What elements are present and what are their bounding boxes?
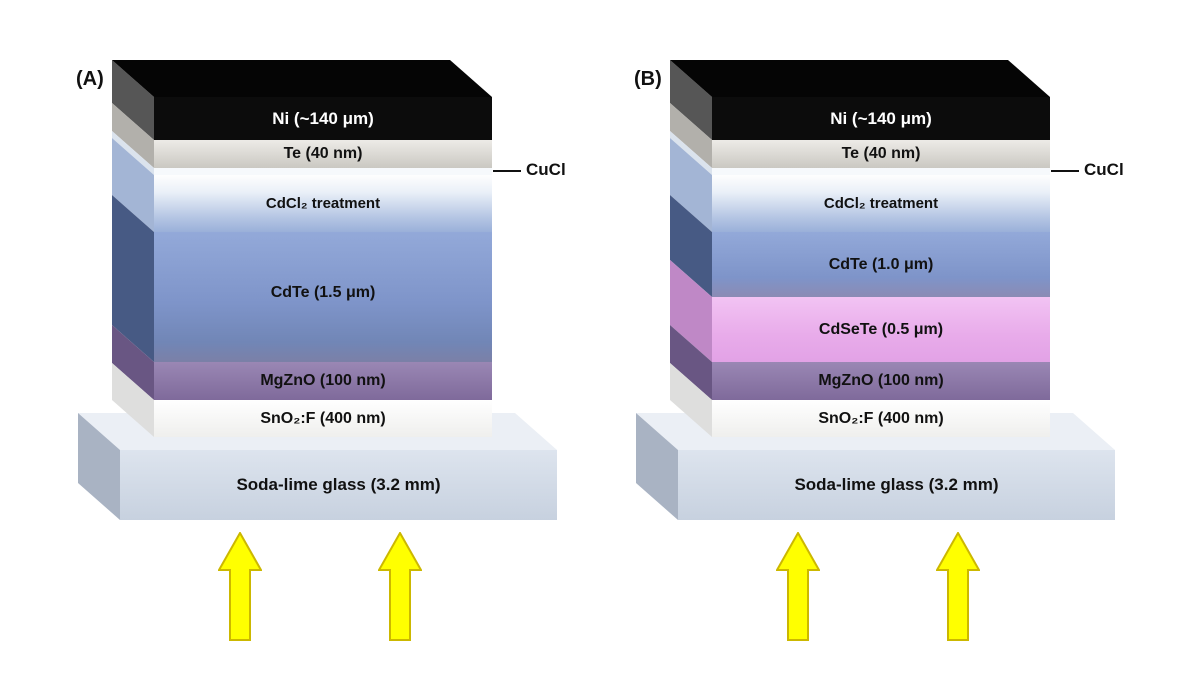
cucl-pointer-line xyxy=(493,170,521,172)
layer-sno2f-label: SnO₂:F (400 nm) xyxy=(818,409,944,427)
layer-te-label: Te (40 nm) xyxy=(283,145,363,162)
layer-mgzno: MgZnO (100 nm) xyxy=(712,362,1050,400)
layer-cdte-label: CdTe (1.5 μm) xyxy=(270,284,376,301)
layer-cdcl2: CdCl₂ treatment xyxy=(154,175,492,232)
layer-ni-label: Ni (~140 μm) xyxy=(830,108,932,128)
layer-cdcl2-label: CdCl₂ treatment xyxy=(265,195,381,212)
ni-top-face xyxy=(112,60,492,97)
layer-cdcl2: CdCl₂ treatment xyxy=(712,175,1050,232)
layer-stack: Ni (~140 μm) Te (40 nm) CdCl₂ treatment … xyxy=(154,97,492,437)
layer-cdte-label: CdTe (1.0 μm) xyxy=(828,255,934,273)
layer-ni: Ni (~140 μm) xyxy=(712,97,1050,140)
light-up-arrow-icon xyxy=(936,532,980,641)
stack-side-face xyxy=(112,60,154,437)
layer-te: Te (40 nm) xyxy=(154,140,492,168)
light-up-arrow-icon xyxy=(378,532,422,641)
layer-te: Te (40 nm) xyxy=(712,140,1050,168)
panel-a-label: (A) xyxy=(76,68,104,90)
panel-a: (A) Ni (~140 μm) Te (40 nm) CdCl₂ treatm… xyxy=(76,60,566,641)
layer-glass: Soda-lime glass (3.2 mm) xyxy=(120,450,557,520)
layer-glass-label: Soda-lime glass (3.2 mm) xyxy=(236,475,441,494)
cucl-label: CuCl xyxy=(1084,160,1124,179)
layer-sno2f-label: SnO₂:F (400 nm) xyxy=(260,409,386,427)
layer-ni: Ni (~140 μm) xyxy=(154,97,492,140)
layer-cdte: CdTe (1.5 μm) xyxy=(154,232,492,362)
layer-cucl xyxy=(154,168,492,175)
light-up-arrow-icon xyxy=(218,532,262,641)
ni-top-face xyxy=(670,60,1050,97)
panel-b: (B) Ni (~140 μm) Te (40 nm) CdCl₂ treatm… xyxy=(558,0,1200,673)
layer-stack: Ni (~140 μm) Te (40 nm) CdCl₂ treatment … xyxy=(712,97,1050,437)
layer-mgzno-label: MgZnO (100 nm) xyxy=(260,372,386,389)
layer-cdsete-label: CdSeTe (0.5 μm) xyxy=(818,320,944,338)
light-up-arrow-icon xyxy=(776,532,820,641)
stack-side-face xyxy=(670,60,712,437)
cucl-label: CuCl xyxy=(526,160,566,179)
layer-mgzno-label: MgZnO (100 nm) xyxy=(818,372,944,389)
layer-cdcl2-label: CdCl₂ treatment xyxy=(823,195,939,212)
cucl-pointer-line xyxy=(1051,170,1079,172)
layer-te-label: Te (40 nm) xyxy=(841,145,921,162)
layer-sno2f: SnO₂:F (400 nm) xyxy=(154,400,492,437)
layer-cucl xyxy=(712,168,1050,175)
layer-cdsete: CdSeTe (0.5 μm) xyxy=(712,297,1050,362)
layer-mgzno: MgZnO (100 nm) xyxy=(154,362,492,400)
layer-glass: Soda-lime glass (3.2 mm) xyxy=(678,450,1115,520)
layer-sno2f: SnO₂:F (400 nm) xyxy=(712,400,1050,437)
layer-glass-label: Soda-lime glass (3.2 mm) xyxy=(794,475,999,494)
panel-b-label: (B) xyxy=(634,68,662,90)
layer-ni-label: Ni (~140 μm) xyxy=(272,108,374,128)
layer-cdte: CdTe (1.0 μm) xyxy=(712,232,1050,297)
